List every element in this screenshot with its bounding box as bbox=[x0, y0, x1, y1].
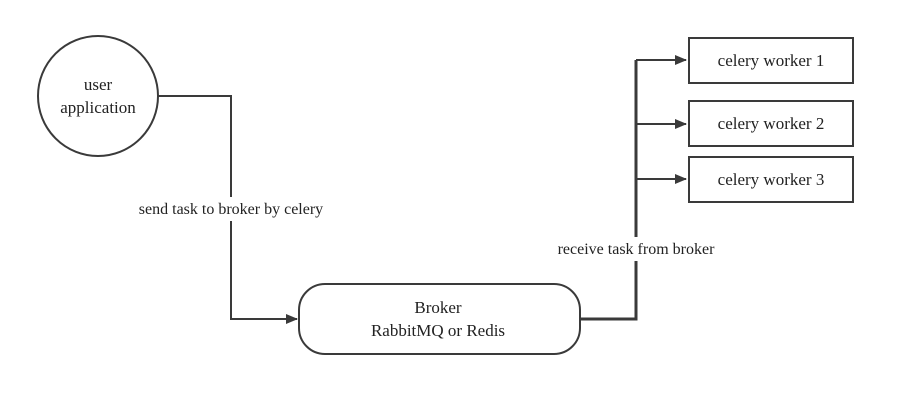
celery-worker-2-label: celery worker 2 bbox=[718, 114, 825, 133]
send-task-label: send task to broker by celery bbox=[139, 201, 323, 218]
broker-shape bbox=[298, 283, 581, 355]
user-application-circle bbox=[37, 35, 159, 157]
celery-worker-1-node: celery worker 1 bbox=[688, 37, 854, 84]
celery-worker-3-box bbox=[688, 156, 854, 203]
user-application-label-line1: user bbox=[84, 75, 113, 94]
celery-worker-1-label: celery worker 1 bbox=[718, 51, 825, 70]
celery-worker-1-box bbox=[688, 37, 854, 84]
receive-task-edge: receive task from broker bbox=[540, 55, 732, 321]
user-application-label-line2: application bbox=[60, 98, 136, 117]
user-application-node: user application bbox=[37, 35, 159, 157]
broker-label-line1: Broker bbox=[414, 298, 462, 317]
receive-task-label: receive task from broker bbox=[558, 241, 715, 258]
broker-node: Broker RabbitMQ or Redis bbox=[298, 283, 581, 355]
send-task-label-background bbox=[116, 197, 346, 221]
celery-worker-3-label: celery worker 3 bbox=[718, 170, 825, 189]
celery-worker-3-node: celery worker 3 bbox=[688, 156, 854, 203]
broker-label-line2: RabbitMQ or Redis bbox=[371, 321, 505, 340]
receive-task-trunk bbox=[580, 60, 638, 321]
receive-task-label-background bbox=[540, 237, 732, 261]
send-task-edge: send task to broker by celery bbox=[116, 95, 346, 324]
celery-worker-2-box bbox=[688, 100, 854, 147]
celery-worker-2-node: celery worker 2 bbox=[688, 100, 854, 147]
